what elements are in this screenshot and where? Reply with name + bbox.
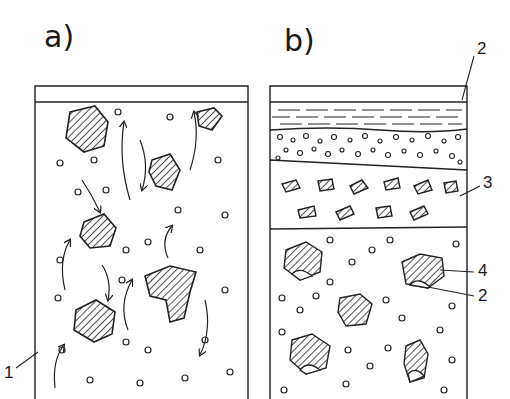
panel-label: a) (44, 22, 74, 52)
panel-label: b) (284, 26, 315, 56)
leader-lines (16, 56, 480, 368)
callout-number: 1 (4, 364, 13, 381)
callout-number: 2 (478, 287, 487, 304)
callout-number: 4 (478, 262, 487, 279)
callout-number: 2 (477, 40, 486, 57)
callout-number: 3 (483, 174, 492, 191)
